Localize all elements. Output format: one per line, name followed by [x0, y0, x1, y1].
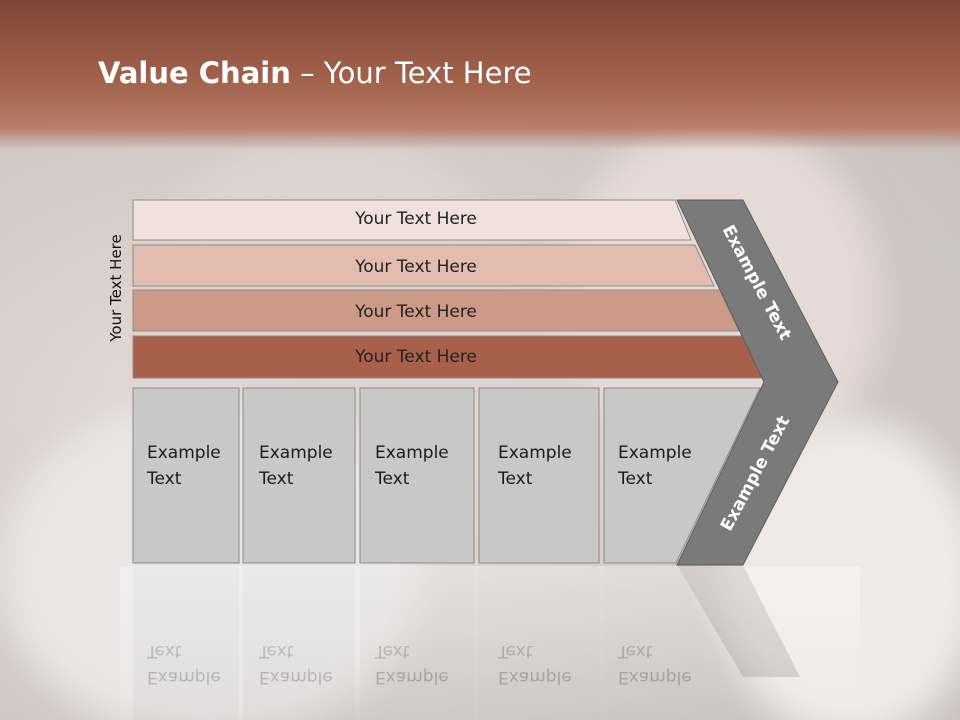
chevron-arrow	[676, 199, 839, 566]
activity-column-box	[359, 387, 475, 564]
support-bar-label: Your Text Here	[354, 302, 477, 322]
activity-column[interactable]: Example Text	[603, 387, 761, 564]
activity-columns: Example Text Example Text Example Text E…	[132, 387, 761, 564]
slide-title: Value Chain – Your Text Here	[98, 56, 532, 90]
activity-column-box	[132, 387, 240, 564]
support-bar-shape	[132, 289, 740, 332]
support-bar[interactable]: Your Text Here	[132, 244, 715, 287]
activity-column-line1: Example	[618, 443, 692, 463]
activity-column[interactable]: Example Text	[132, 387, 240, 564]
support-bar-label: Your Text Here	[354, 257, 477, 277]
activity-column-box	[242, 387, 356, 564]
title-banner	[0, 0, 960, 150]
activity-column-line1: Example	[147, 443, 221, 463]
support-bar-label: Your Text Here	[354, 347, 477, 367]
support-bar[interactable]: Your Text Here	[132, 199, 692, 241]
activity-column-line2: Text	[146, 469, 182, 489]
reflection-fade	[120, 566, 860, 720]
support-bar[interactable]: Your Text Here	[132, 335, 765, 379]
activity-column-line1: Example	[375, 443, 449, 463]
activity-column-line2: Text	[374, 469, 410, 489]
activity-column-box	[478, 387, 600, 564]
support-bar-shape	[132, 244, 715, 287]
activity-column[interactable]: Example Text	[478, 387, 600, 564]
activity-column-line2: Text	[258, 469, 294, 489]
support-bars: Your Text Here Your Text Here Your Text …	[132, 199, 765, 379]
activity-column-line1: Example	[259, 443, 333, 463]
activity-column-line2: Text	[497, 469, 533, 489]
activity-column[interactable]: Example Text	[242, 387, 356, 564]
activity-column-box	[603, 387, 761, 564]
title-bold: Value Chain	[98, 56, 291, 90]
activity-column-line1: Example	[498, 443, 572, 463]
support-bar-shape	[132, 199, 692, 241]
support-bar-label: Your Text Here	[354, 209, 477, 229]
support-bar[interactable]: Your Text Here	[132, 289, 740, 332]
title-rest: – Your Text Here	[290, 56, 532, 90]
activity-column[interactable]: Example Text	[359, 387, 475, 564]
activity-column-line2: Text	[617, 469, 653, 489]
